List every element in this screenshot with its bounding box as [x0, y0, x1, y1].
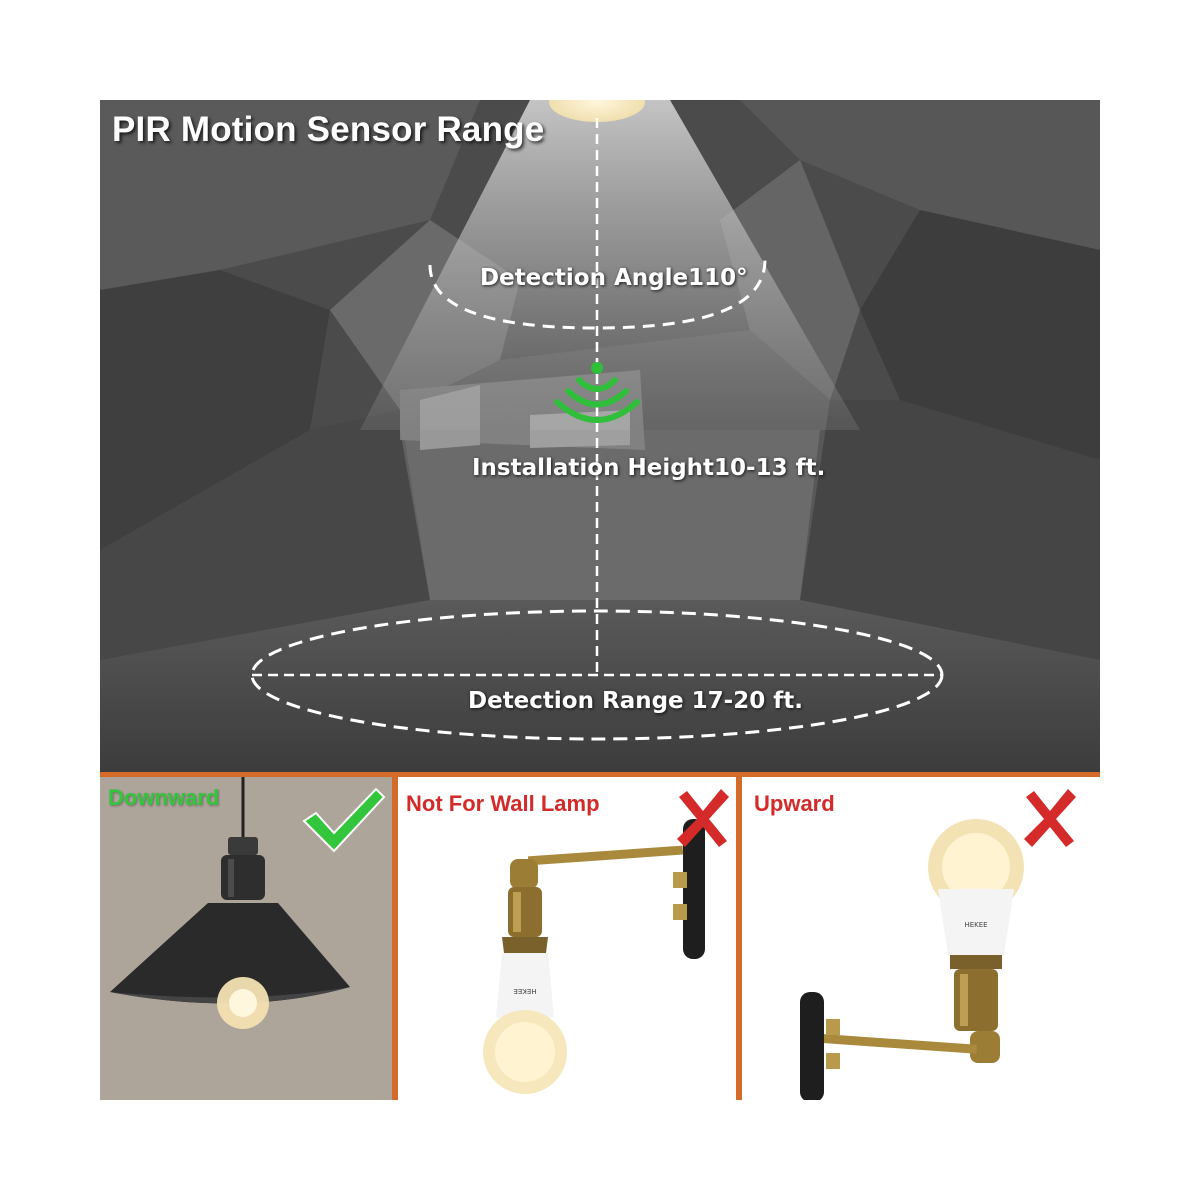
panel-title-downward: Downward	[108, 785, 220, 810]
panel-separator	[736, 777, 742, 1100]
ceiling-bulb	[549, 100, 645, 122]
orange-divider	[100, 772, 1100, 777]
bulb-brand-text: HEKEE	[964, 921, 987, 929]
wall-lamp-up-illustration: HEKEE	[800, 819, 1024, 1100]
bulb-brand-text: HEKEE	[513, 987, 536, 995]
height-label: Installation Height10-13 ft.	[472, 455, 826, 481]
panel-downward: Downward	[100, 777, 392, 1100]
cross-icon	[677, 789, 729, 847]
panel-title-upward: Upward	[754, 791, 835, 816]
panel-separator	[392, 777, 398, 1100]
checkmark-icon	[302, 787, 386, 853]
panel-title-wall-lamp: Not For Wall Lamp	[406, 791, 600, 816]
sensor-wave-icon	[554, 362, 640, 423]
wall-lamp-down-illustration: HEKEE	[483, 819, 705, 1094]
room-illustration	[100, 100, 1100, 772]
panel-wall-lamp: HEKEE Not For Wall Lamp	[398, 777, 736, 1100]
cross-icon	[1024, 789, 1076, 847]
diagram-title: PIR Motion Sensor Range	[112, 110, 545, 149]
angle-label: Detection Angle110°	[480, 265, 748, 291]
panel-upward: HEKEE Upward	[742, 777, 1100, 1100]
range-label: Detection Range 17-20 ft.	[468, 688, 803, 714]
sensor-range-diagram: PIR Motion Sensor Range Detection Angle1…	[100, 100, 1100, 772]
